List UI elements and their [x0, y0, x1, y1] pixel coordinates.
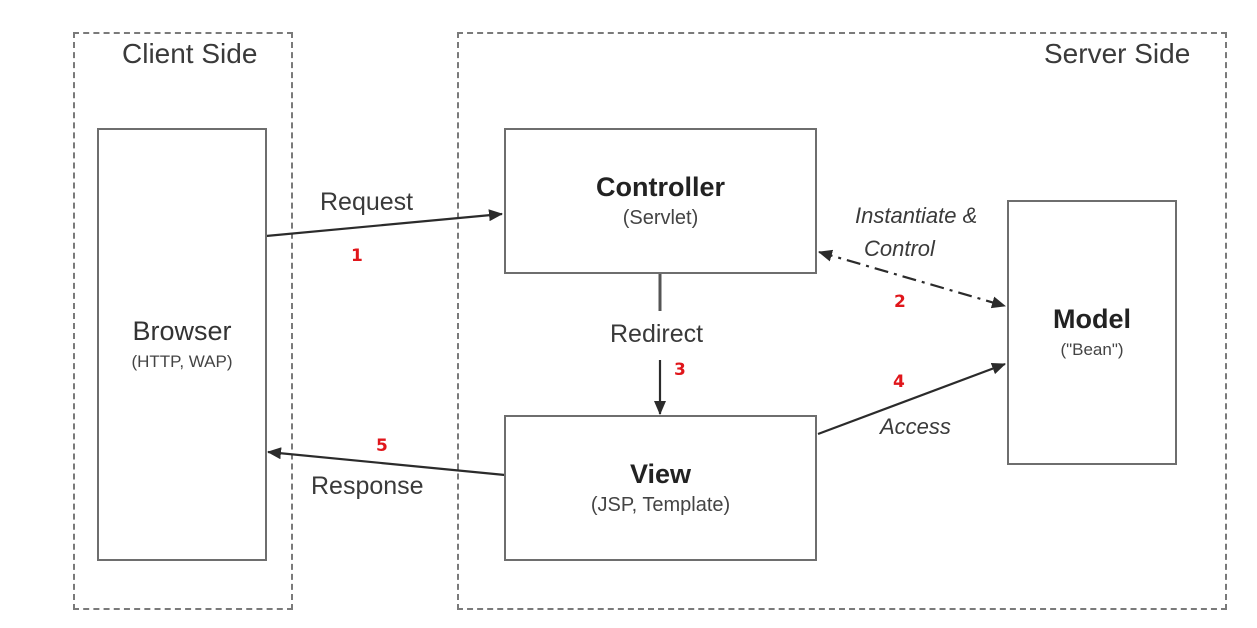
- step-3: 3: [674, 360, 686, 380]
- browser-title: Browser: [132, 315, 232, 346]
- server-side-region: [457, 32, 1227, 610]
- instantiate-label-line1: Instantiate &: [855, 203, 978, 228]
- controller-subtitle: (Servlet): [622, 207, 699, 229]
- view-box: View (JSP, Template): [504, 415, 817, 561]
- model-box: Model ("Bean"): [1007, 200, 1177, 465]
- access-arrow: [817, 362, 1006, 436]
- controller-box: Controller (Servlet): [504, 128, 817, 274]
- instantiate-label-line2: Control: [864, 236, 935, 261]
- client-side-title: Client Side: [122, 38, 258, 69]
- step-4: 4: [893, 372, 905, 392]
- model-subtitle: ("Bean"): [1060, 339, 1124, 359]
- server-side-title: Server Side: [1044, 38, 1191, 69]
- response-label: Response: [311, 472, 424, 500]
- browser-subtitle: (HTTP, WAP): [131, 351, 233, 371]
- view-subtitle: (JSP, Template): [590, 494, 731, 516]
- step-2: 2: [894, 292, 906, 312]
- response-arrow: [267, 447, 506, 477]
- request-label: Request: [320, 188, 414, 216]
- step-1: 1: [351, 246, 363, 266]
- instantiate-control-arrow: [818, 249, 1006, 309]
- model-title: Model: [1053, 303, 1131, 334]
- view-title: View: [629, 459, 692, 489]
- request-arrow: [265, 209, 503, 238]
- step-5: 5: [376, 436, 388, 456]
- controller-title: Controller: [595, 172, 725, 202]
- browser-box: Browser (HTTP, WAP): [97, 128, 267, 561]
- client-side-region: [73, 32, 293, 610]
- access-label: Access: [880, 414, 951, 439]
- redirect-label: Redirect: [610, 320, 704, 348]
